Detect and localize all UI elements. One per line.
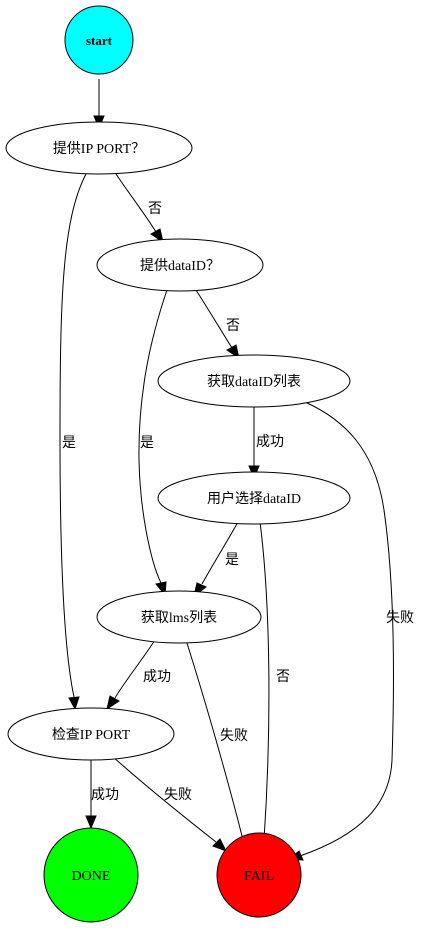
edge-label-check-fail: 失败 [164, 787, 192, 803]
check-ip-port-ellipse [7, 707, 175, 761]
fail-label: FAIL [244, 869, 274, 884]
check-ip-port-label: 检查IP PORT [52, 727, 131, 743]
node-check-ip-port: 检查IP PORT [7, 707, 175, 761]
edge-ip-port-yes: 是 [59, 173, 87, 711]
edge-lms-success: 成功 [106, 639, 171, 711]
node-user-select-dataid: 用户选择dataID [157, 471, 351, 525]
edge-check-fail: 失败 [111, 755, 228, 852]
get-lms-list-label: 获取lms列表 [141, 610, 217, 626]
edge-label-dataid-no: 否 [226, 318, 240, 334]
arrowhead [85, 815, 97, 830]
arrowhead [212, 838, 228, 852]
node-provide-dataid: 提供dataID？ [96, 238, 264, 292]
start-circle [64, 5, 134, 75]
node-start: start [64, 5, 134, 75]
edge-label-select-no: 否 [276, 669, 290, 685]
edge-start-to-provide-ip-port [93, 79, 105, 130]
edge-label-lms-success: 成功 [143, 669, 171, 685]
start-label: start [86, 33, 113, 48]
get-dataid-list-ellipse [157, 354, 351, 408]
edge-ip-port-no: 否 [115, 173, 164, 244]
provide-dataid-label: 提供dataID？ [140, 258, 220, 274]
arrowhead [106, 695, 120, 711]
edge-dataid-no: 否 [195, 289, 240, 360]
edge-check-success: 成功 [85, 756, 119, 830]
edge-label-ip-no: 否 [148, 201, 162, 217]
done-label: DONE [72, 869, 111, 884]
edge-lms-fail: 失败 [185, 639, 249, 853]
done-circle [43, 827, 139, 923]
edge-label-select-yes: 是 [225, 552, 239, 568]
provide-dataid-ellipse [96, 238, 264, 292]
edge-dataid-yes: 是 [138, 289, 168, 597]
arrowhead [150, 228, 164, 244]
edge-label-list-fail: 失败 [386, 610, 414, 626]
get-dataid-list-label: 获取dataID列表 [207, 374, 301, 390]
edge-list-success: 成功 [248, 406, 284, 480]
arrowhead [68, 696, 80, 711]
node-fail: FAIL [216, 832, 302, 918]
edge-select-no: 否 [258, 521, 290, 853]
edge-select-yes: 是 [193, 521, 239, 598]
fail-circle [216, 832, 302, 918]
user-select-dataid-label: 用户选择dataID [207, 490, 301, 507]
provide-ip-port-label: 提供IP PORT？ [53, 141, 145, 157]
edge-label-list-success: 成功 [256, 434, 284, 450]
node-done: DONE [43, 827, 139, 923]
user-select-dataid-ellipse [157, 471, 351, 525]
node-get-lms-list: 获取lms列表 [96, 590, 262, 644]
arrowhead [226, 344, 240, 360]
provide-ip-port-ellipse [5, 121, 193, 175]
edge-list-fail: 失败 [288, 401, 414, 861]
node-provide-ip-port: 提供IP PORT？ [5, 121, 193, 175]
get-lms-list-ellipse [96, 590, 262, 644]
edge-label-check-success: 成功 [91, 787, 119, 803]
edge-label-ip-yes: 是 [62, 435, 76, 451]
edge-label-dataid-yes: 是 [140, 435, 154, 451]
node-get-dataid-list: 获取dataID列表 [157, 354, 351, 408]
edge-label-lms-fail: 失败 [220, 728, 248, 744]
